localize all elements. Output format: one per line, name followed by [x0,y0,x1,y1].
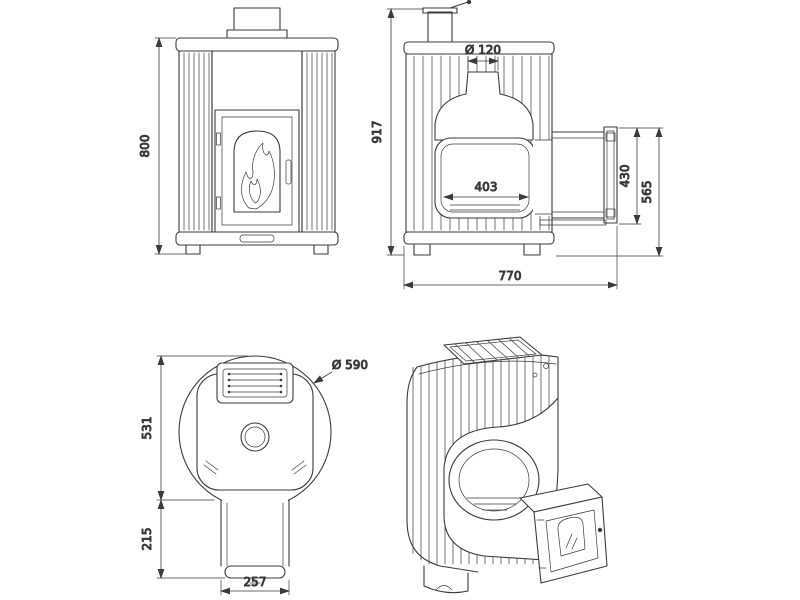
top-view: 531 215 257 Ø 590 [140,355,369,596]
front-view: 800 [138,7,339,255]
front-right-leg [313,244,329,255]
dim-diameter-label: Ø 590 [332,358,368,372]
cutaway-view [401,330,608,598]
dim-tunnel-depth-label: 215 [140,528,154,551]
dim-tunnel-width-label: 257 [244,575,267,589]
door-handle [285,159,292,185]
cutaway-door-face [533,496,608,584]
cutaway-door-window [557,516,586,557]
firebox-grate [466,497,523,511]
flame-icon [241,142,275,210]
door-window [233,130,281,213]
side-front-leg [413,243,431,256]
dim-front-height-label: 800 [138,135,152,158]
tunnel-support-plate [539,219,607,226]
dim-total-height-label: 917 [370,121,384,144]
shell-outline [406,366,479,573]
front-left-leg [185,244,201,255]
top-hole [543,363,549,369]
damper-lever [449,1,469,9]
side-rear-leg [523,243,541,256]
door-hinge-top [216,132,221,146]
door-hinge-bottom [216,196,221,210]
top-hole-2 [532,372,538,378]
leader-line-diameter [313,371,333,384]
base-plinth [423,565,469,594]
top-tunnel-door [224,565,286,579]
top-left-slot [203,460,219,475]
cutaway-firebox [448,439,540,521]
dim-depth-label: 770 [499,269,522,283]
dim-chimney-label: Ø 120 [465,43,501,57]
side-base-band [403,231,555,245]
front-door [214,109,300,233]
front-center-panel [211,50,303,233]
side-firebox [434,137,536,219]
front-chimney [233,7,281,31]
dim-portal-label: 430 [618,165,632,188]
ash-pan-handle [239,234,275,243]
side-tunnel [551,131,607,219]
side-chimney-pipe [427,11,453,43]
top-chimney-hole [240,422,270,452]
front-top-cap [175,37,339,52]
side-view: 917 Ø 120 403 430 565 770 [370,0,664,290]
top-tunnel-walls [220,499,290,567]
side-tunnel-door [603,126,618,224]
front-base-band [175,231,339,246]
dim-body-depth-label: 531 [140,417,154,440]
dim-firebox-label: 403 [475,180,498,194]
top-grate [216,362,294,404]
top-right-slot [291,460,307,475]
cutaway-door-handle [597,527,603,533]
dim-outlet-label: 565 [640,181,654,204]
